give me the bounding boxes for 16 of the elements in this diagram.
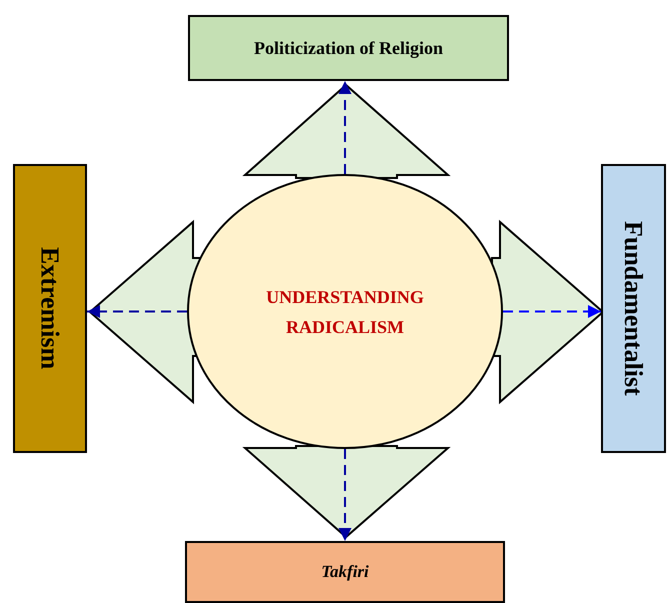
dashed-arrow	[87, 305, 187, 318]
category-box	[601, 164, 666, 453]
dashed-arrow	[338, 81, 352, 174]
box-label: Extremism	[34, 247, 66, 370]
category-box	[185, 541, 505, 603]
center-label: UNDERSTANDING RADICALISM	[265, 286, 425, 338]
dashed-arrow	[503, 305, 601, 318]
box-label: Politicization of Religion	[254, 36, 443, 60]
block-arrow	[242, 84, 451, 179]
box-label: Fundamentalist	[618, 221, 649, 396]
block-arrow	[242, 445, 451, 538]
box-label: Takfiri	[321, 561, 369, 584]
category-box	[188, 15, 509, 81]
center-ellipse	[187, 174, 503, 449]
dashed-arrow	[338, 449, 352, 541]
category-box	[13, 164, 87, 453]
